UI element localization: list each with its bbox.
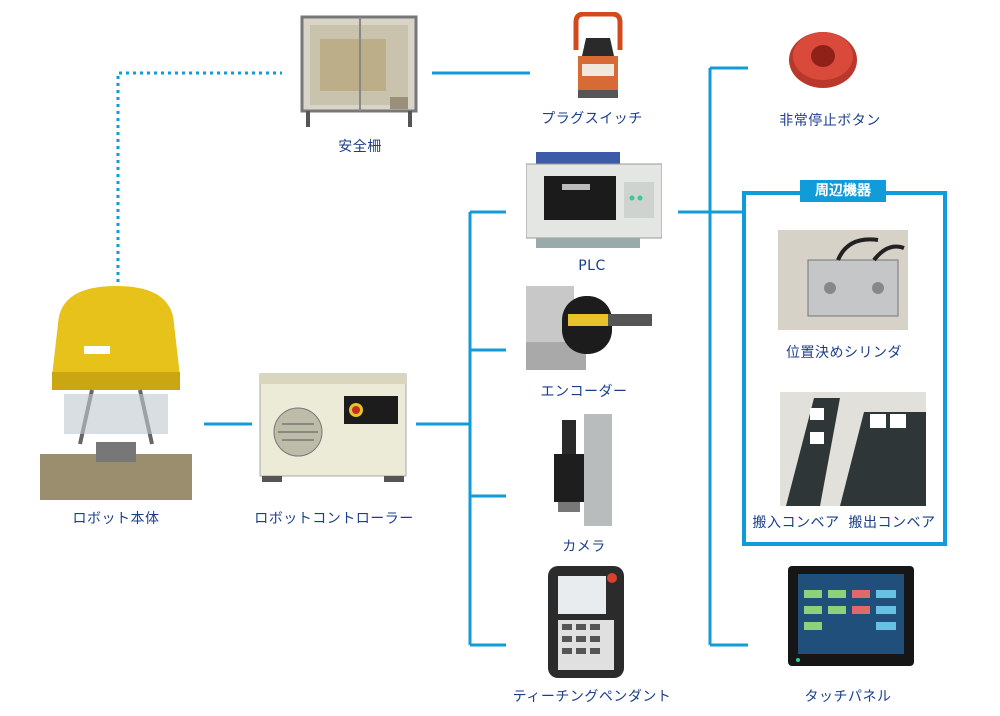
- label-robot-body: ロボット本体: [72, 511, 160, 527]
- label-touch-panel: タッチパネル: [804, 689, 892, 705]
- safety-fence-image: [300, 15, 418, 127]
- label-emergency-stop: 非常停止ボタン: [779, 113, 881, 129]
- plug-switch-image: [573, 12, 623, 98]
- camera-image: [554, 414, 612, 526]
- label-teach-pendant: ティーチングペンダント: [512, 689, 672, 705]
- label-camera: カメラ: [562, 539, 606, 555]
- peripheral-group-title: 周辺機器: [800, 180, 886, 202]
- robot-body-image: [40, 286, 192, 500]
- label-controller: ロボットコントローラー: [254, 511, 414, 527]
- controller-image: [259, 373, 407, 482]
- cylinder-image: [778, 230, 908, 330]
- touch-panel-image: [788, 566, 914, 666]
- label-encoder: エンコーダー: [540, 384, 628, 400]
- label-plug-switch: プラグスイッチ: [541, 111, 643, 127]
- label-plc: PLC: [578, 258, 606, 274]
- label-in-conveyor: 搬入コンベア: [752, 515, 840, 531]
- label-safety-fence: 安全柵: [338, 139, 382, 155]
- teach-pendant-image: [548, 566, 624, 678]
- conveyor-image: [780, 392, 926, 506]
- label-cylinder: 位置決めシリンダ: [786, 345, 902, 361]
- plc-image: [526, 152, 662, 248]
- emergency-stop-image: [789, 32, 857, 88]
- encoder-image: [526, 286, 652, 370]
- label-out-conveyor: 搬出コンベア: [848, 515, 936, 531]
